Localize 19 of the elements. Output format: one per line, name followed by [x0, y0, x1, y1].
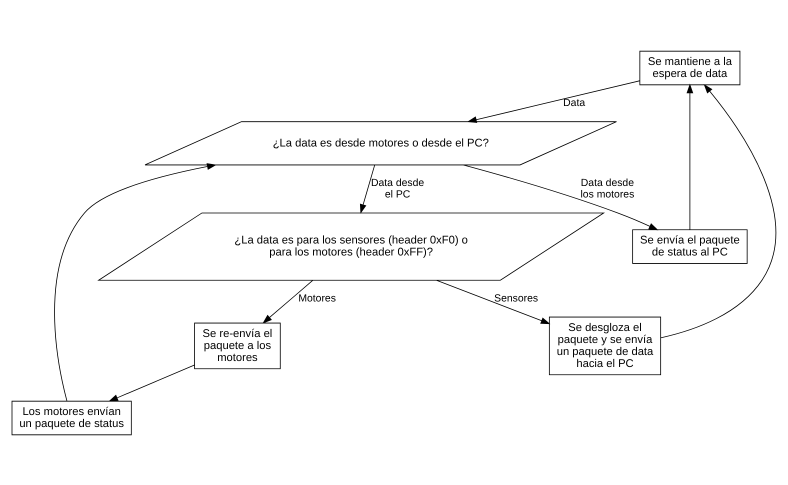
arrow [262, 280, 314, 324]
arrow [463, 164, 658, 230]
arrow [436, 279, 550, 324]
edge-label: Sensores [494, 292, 538, 304]
node-box: Se mantiene a la espera de data [639, 50, 740, 85]
node-box: Se re-envía el paquete a los motores [194, 322, 281, 369]
arrow [360, 164, 376, 214]
arrow [686, 83, 694, 230]
node-box: Los motores envían un paquete de status [12, 400, 132, 435]
edge-label: Motores [298, 292, 336, 304]
node-box: Se envía el paquete de status al PC [632, 228, 748, 264]
arrow [54, 162, 217, 401]
edge-label: Data desde los motores [580, 178, 634, 200]
edge-label: Data desde el PC [370, 178, 424, 200]
edge-label: Data [563, 97, 586, 108]
node-box: Se desgloza el paquete y se envía un paquete de data hacia el PC [548, 316, 662, 375]
arrow [660, 84, 776, 338]
arrow [108, 364, 195, 402]
arrow [467, 80, 640, 122]
